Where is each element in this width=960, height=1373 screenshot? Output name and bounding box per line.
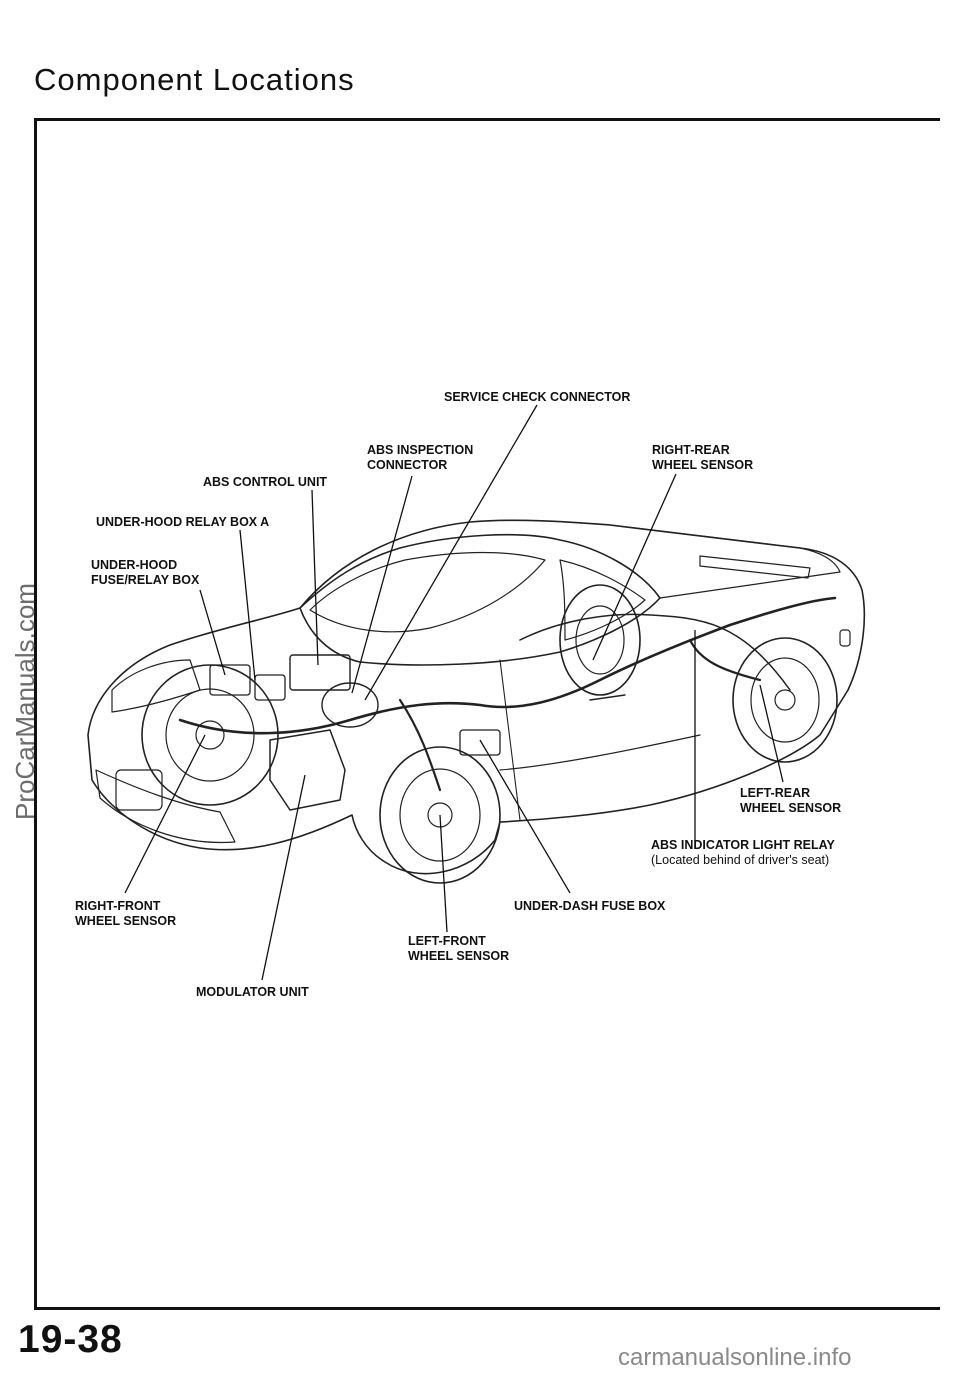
rear-deck: [609, 524, 841, 599]
label-abs-indicator-light-relay: ABS INDICATOR LIGHT RELAY (Located behin…: [651, 838, 835, 867]
label-modulator-unit: MODULATOR UNIT: [196, 985, 309, 999]
wiring-harness-branch-rear: [688, 638, 762, 682]
under-dash-fuse-box: [459, 729, 501, 756]
car-body-outline: [87, 519, 866, 875]
front-bumper: [95, 769, 236, 844]
side-marker: [839, 629, 851, 647]
label-right-front-wheel-sensor: RIGHT-FRONT WHEEL SENSOR: [75, 899, 177, 928]
front-grille: [115, 769, 163, 811]
headlight: [111, 659, 201, 713]
leader-lines: [124, 404, 784, 981]
windshield: [309, 551, 546, 633]
label-right-rear-wheel-sensor: RIGHT-REAR WHEEL SENSOR: [652, 443, 754, 472]
frame-bottom-rule: [34, 1307, 940, 1310]
label-under-dash-fuse-box: UNDER-DASH FUSE BOX: [514, 899, 666, 913]
modulator-block: [269, 729, 346, 811]
page-title: Component Locations: [34, 62, 355, 97]
page-number: 19-38: [18, 1318, 123, 1361]
frame-left-rule: [34, 118, 37, 1310]
label-left-rear-wheel-sensor: LEFT-REAR WHEEL SENSOR: [740, 786, 842, 815]
side-sill: [499, 734, 701, 771]
label-left-front-wheel-sensor: LEFT-FRONT WHEEL SENSOR: [408, 934, 510, 963]
watermark-side: ProCarManuals.com: [10, 583, 40, 820]
car-roof: [299, 533, 661, 666]
rear-right-wheel: [559, 584, 641, 696]
frame-top-rule: [34, 118, 940, 121]
rear-left-wheel: [732, 637, 838, 763]
label-under-hood-fuse-relay-box: UNDER-HOOD FUSE/RELAY BOX: [91, 558, 200, 587]
front-left-wheel: [379, 746, 501, 884]
door-handle: [589, 694, 626, 701]
door-line: [499, 659, 521, 821]
label-abs-indicator-light-relay-note: (Located behind of driver's seat): [651, 853, 830, 867]
label-abs-control-unit: ABS CONTROL UNIT: [203, 475, 328, 489]
watermark-bottom: carmanualsonline.info: [618, 1344, 852, 1371]
brake-line: [519, 613, 791, 691]
wiring-harness: [178, 596, 837, 735]
wiring-harness-branch: [398, 698, 442, 792]
brake-booster: [321, 682, 379, 728]
car-illustration: [87, 519, 866, 884]
abs-control-unit-box: [289, 654, 351, 691]
relay-box-a: [254, 674, 286, 701]
label-service-check-connector: SERVICE CHECK CONNECTOR: [444, 390, 631, 404]
fuse-relay-box: [209, 664, 251, 696]
label-under-hood-relay-box-a: UNDER-HOOD RELAY BOX A: [96, 515, 270, 529]
rear-spoiler: [699, 555, 811, 579]
side-window: [559, 559, 646, 641]
label-abs-inspection-connector: ABS INSPECTION CONNECTOR: [367, 443, 474, 472]
